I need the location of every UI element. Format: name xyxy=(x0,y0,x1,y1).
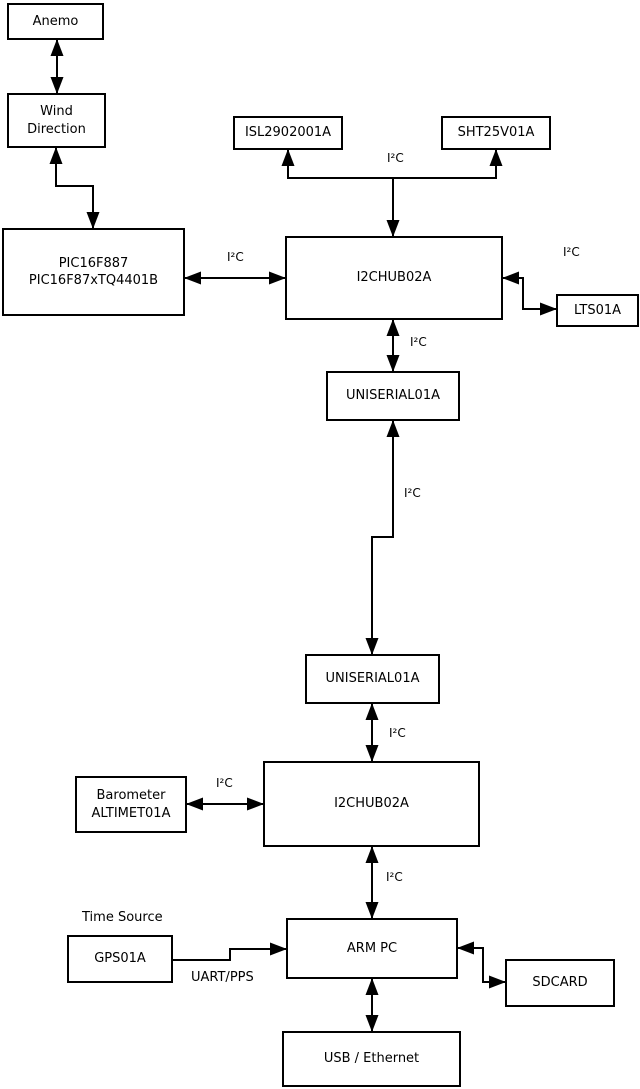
edge-label-i2c-hub2-armpc: I²C xyxy=(386,870,403,884)
edge-label-uart-pps: UART/PPS xyxy=(191,970,254,985)
edge-label-i2c-sensor-bus: I²C xyxy=(387,151,404,165)
annotation-time-source: Time Source xyxy=(82,910,163,925)
edge-gps-armpc xyxy=(173,942,287,961)
node-uniserial01a-top: UNISERIAL01A xyxy=(326,371,460,421)
node-gps01a: GPS01A xyxy=(67,935,173,983)
edge-armpc-sdcard xyxy=(457,941,506,989)
edge-label-i2c-uniserial-hub2: I²C xyxy=(389,726,406,740)
node-usb-ethernet: USB / Ethernet xyxy=(282,1031,461,1087)
edge-i2chubtop-lts01a xyxy=(502,271,557,316)
node-i2chub02a-top: I2CHUB02A xyxy=(285,236,503,320)
node-i2chub02a-bottom: I2CHUB02A xyxy=(263,761,480,847)
edge-winddirection-pic xyxy=(49,147,100,229)
edge-label-i2c-uniserial-link: I²C xyxy=(404,486,421,500)
edge-uniserialtop-uniserialbottom xyxy=(365,420,400,655)
edge-label-i2c-hub-uniserial: I²C xyxy=(410,335,427,349)
node-pic16f887: PIC16F887 PIC16F87xTQ4401B xyxy=(2,228,185,316)
node-sdcard: SDCARD xyxy=(505,959,615,1007)
node-sht25v01a: SHT25V01A xyxy=(441,116,551,150)
node-barometer-altimet01a: Barometer ALTIMET01A xyxy=(75,776,187,833)
node-isl2902001a: ISL2902001A xyxy=(233,116,343,150)
node-lts01a: LTS01A xyxy=(556,294,639,327)
node-anemo: Anemo xyxy=(7,3,104,40)
node-uniserial01a-bottom: UNISERIAL01A xyxy=(305,654,440,704)
edge-label-i2c-pic-hub: I²C xyxy=(227,250,244,264)
node-arm-pc: ARM PC xyxy=(286,918,458,979)
node-wind-direction: Wind Direction xyxy=(7,93,106,148)
edge-label-i2c-barometer: I²C xyxy=(216,776,233,790)
edge-label-i2c-lts: I²C xyxy=(563,245,580,259)
